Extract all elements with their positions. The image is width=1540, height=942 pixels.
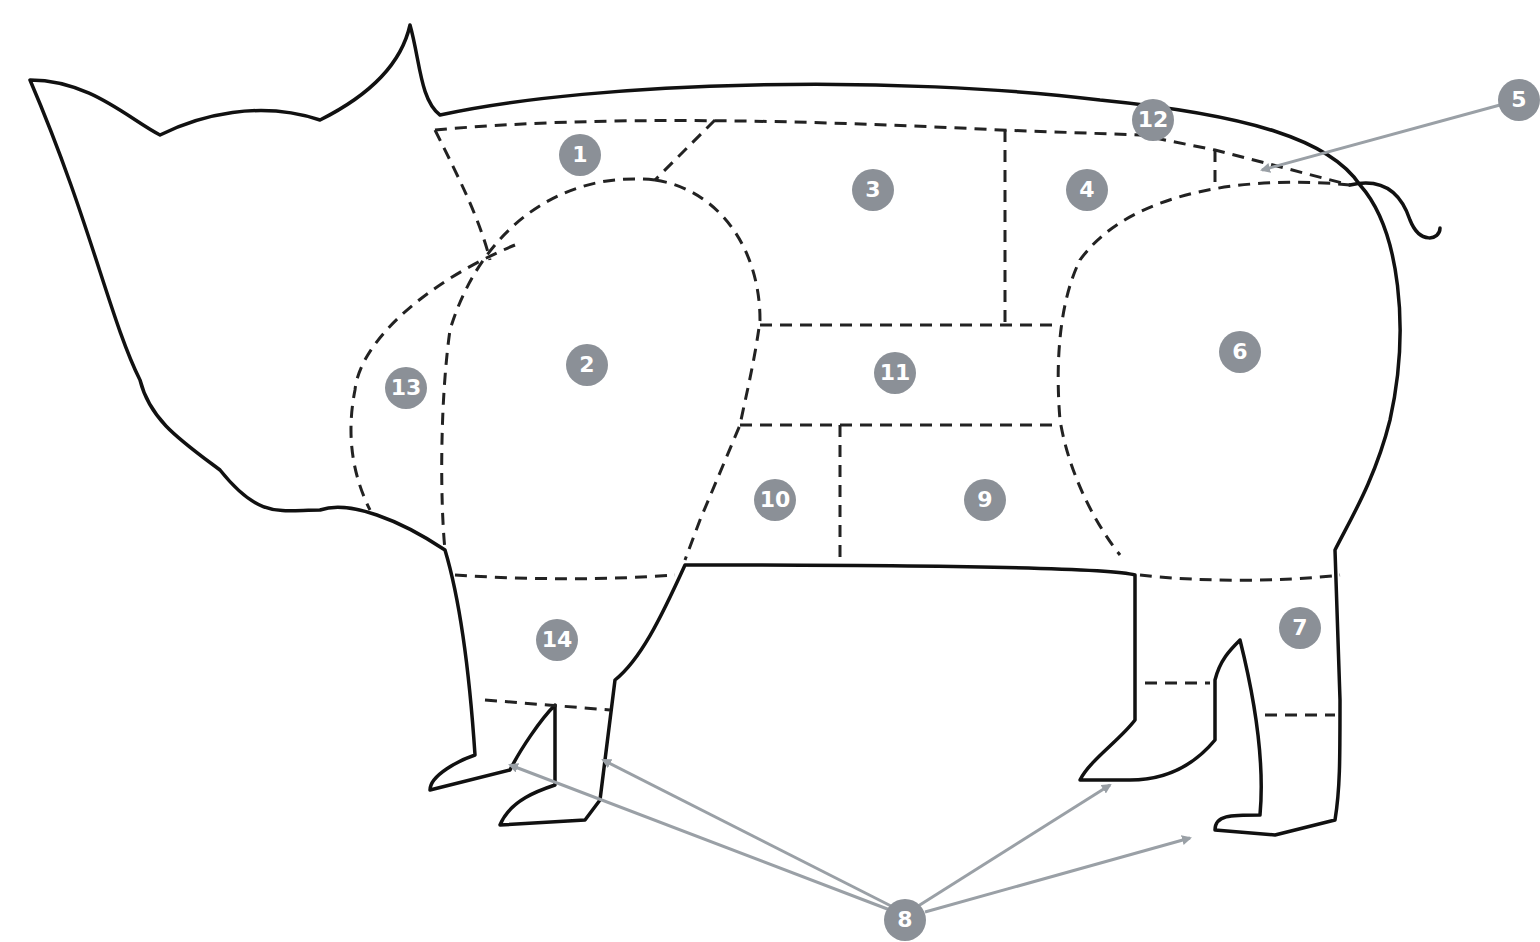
callout-number: 10: [760, 489, 791, 511]
callout-badge: 1: [559, 134, 601, 176]
callout-number: 6: [1232, 341, 1247, 363]
callout-badge: 11: [874, 352, 916, 394]
callout-badge: 12: [1132, 99, 1174, 141]
callout-number: 5: [1511, 89, 1526, 111]
callout-badge: 13: [385, 367, 427, 409]
callout-badge: 9: [964, 479, 1006, 521]
callout-badge: 2: [566, 344, 608, 386]
callout-number: 13: [391, 377, 422, 399]
callout-number: 9: [977, 489, 992, 511]
callout-number: 4: [1079, 179, 1094, 201]
callout-badge: 8: [884, 899, 926, 941]
callout-number: 2: [579, 354, 594, 376]
leader-arrows: [510, 105, 1500, 912]
callout-badge: 10: [754, 479, 796, 521]
callout-number: 11: [880, 362, 911, 384]
cut-lines: [351, 120, 1350, 715]
callout-number: 12: [1138, 109, 1169, 131]
callout-badge: 6: [1219, 331, 1261, 373]
callout-number: 1: [572, 144, 587, 166]
callout-badge: 3: [852, 169, 894, 211]
pig-outline: [30, 25, 1400, 835]
callout-number: 14: [542, 629, 573, 651]
callout-badge: 7: [1279, 607, 1321, 649]
callout-badge: 14: [536, 619, 578, 661]
callout-number: 3: [865, 179, 880, 201]
callout-badge: 4: [1066, 169, 1108, 211]
callout-badge: 5: [1498, 79, 1540, 121]
callout-number: 8: [897, 909, 912, 931]
pig-tail: [1350, 183, 1440, 238]
callout-number: 7: [1292, 617, 1307, 639]
